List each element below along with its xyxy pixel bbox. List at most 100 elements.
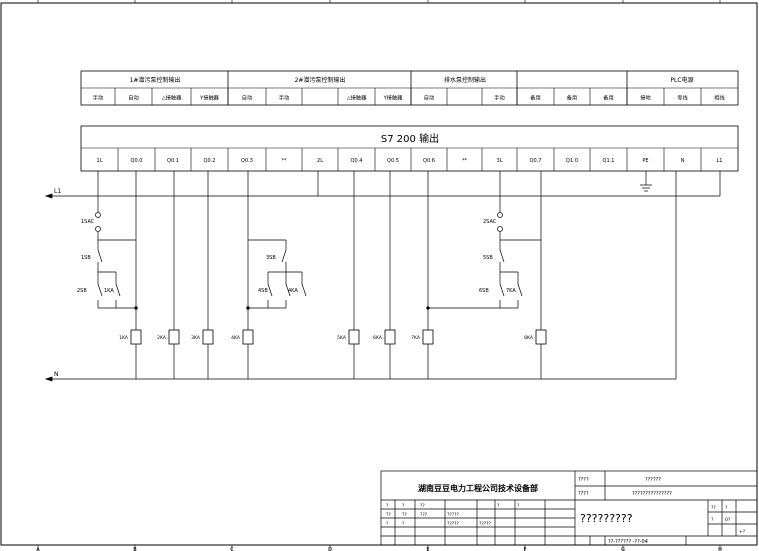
border-letter: D [328,547,332,551]
relay-coil [202,329,214,345]
fuse3-label: 2SAC [483,219,497,225]
relay-coil [242,329,254,345]
header-cell: △接触器 [347,94,367,102]
sw3b-label: 6SB [479,288,489,294]
header-cell: 接地 [640,94,650,102]
title-block-cell: ? [497,503,500,509]
title-block-cell: ????? [447,521,460,527]
terminal-label: 3L [497,158,503,164]
terminal-label: Q0.2 [204,158,216,164]
border-letter: A [36,547,40,551]
relay-coil [384,329,396,345]
coil-label: 2KA [157,335,167,341]
tb-right-mid-1: ???? [578,491,589,497]
terminal-label: N [681,158,685,164]
header-cell: 自动 [424,94,434,102]
coil-label: 8KA [524,335,534,341]
relay-coil [535,329,547,345]
tb-right-top-2: ?????? [645,477,661,483]
terminal-label: 1L [97,158,103,164]
border-letter: G [621,547,625,551]
title-block-cell: ?? [420,503,425,509]
title-block-cell: ?? [711,505,716,511]
terminal-label: 2L [317,158,323,164]
terminal-label: Q0.0 [131,158,143,164]
header-cell: Y接触器 [383,94,404,102]
sw2-label: 3SB [266,255,276,261]
border-letter: E [426,547,429,551]
relay-coil [168,329,180,345]
km1-label: 1KA [104,288,114,294]
title-block-cell: ? [386,521,389,527]
terminal-label: Q0.7 [530,158,542,164]
coil-label: 6KA [373,335,383,341]
header-cell: 手动 [494,94,504,102]
coil-label: 1KA [119,335,129,341]
wiring [97,171,721,379]
header-cell: 自动 [242,94,252,102]
terminal-label: Q0.3 [241,158,253,164]
header-cell: 备用 [567,94,577,102]
plc-title: S7 200 输出 [381,132,439,145]
header-cell: 手动 [279,94,289,102]
header-cell: △接触器 [162,94,182,102]
coil-label: 5KA [337,335,347,341]
tb-right-top-1: ???? [578,477,589,483]
relay-coil [422,329,434,345]
terminal-label: Q1.1 [603,158,615,164]
terminal-label: L1 [717,158,723,164]
circuit-3 [426,196,541,310]
sw2b-label: 4SB [258,288,268,294]
coil-label: 4KA [231,335,241,341]
title-block-cell: ? [711,517,714,523]
title-block-cell: ?? [386,512,391,518]
header-cell: 自动 [128,94,138,102]
title-block-cell: ??? [420,512,428,518]
coil-label: 3KA [191,335,201,341]
terminal-label: Q0.1 [167,158,179,164]
header-cell: 备用 [530,94,540,102]
circuit-1 [95,196,138,310]
rail-label-bottom: N [54,371,59,378]
circuit-2 [246,239,307,310]
terminal-label: ** [282,158,288,164]
power-rails [44,193,720,382]
coil-label: 7KA [411,335,421,341]
terminal-label: Q1.0 [566,158,578,164]
header-cell: 手动 [93,94,103,102]
relay-coils: 1KA 2KA 3KA 4KA 5KA 6KA 7KA 8KA [119,329,547,345]
company-name: 湖南豆豆电力工程公司技术设备部 [418,483,538,493]
group-label-2: 2#潜污泵控制输出 [295,76,346,84]
title-block-cell: ????? [447,512,460,518]
header-cell: 零线 [677,94,687,102]
tb-right-mid-2: ??????????????? [632,491,672,497]
border-letter: F [524,547,527,551]
relay-coil [130,329,142,345]
km2-label: 4KA [288,288,298,294]
title-block-cell: 0? [725,517,731,523]
relay-coil [348,329,360,345]
border-letter: C [230,547,234,551]
sw1-label: 1SB [81,255,91,261]
terminal-label: ** [462,158,468,164]
title-block-cell: ? [725,505,728,511]
border-letter: H [718,547,722,551]
border-letter: B [133,547,137,551]
header-cell: 备用 [603,94,613,102]
title-block-cell: ?? [402,512,407,518]
group-label-3: 排水泵控制输出 [444,76,486,84]
drawing-name: ????????? [580,512,633,525]
title-block [380,470,758,546]
sw1b-label: 2SB [77,288,87,294]
group-label-4: PLC电源 [670,76,693,84]
title-block-cell: ? [402,521,405,527]
terminal-label: Q0.6 [423,158,435,164]
title-block-cell: ? [517,503,520,509]
title-block-cell: ? [402,503,405,509]
group-label-1: 1#潜污泵控制输出 [130,76,181,84]
title-block-cell: ????? [479,521,492,527]
